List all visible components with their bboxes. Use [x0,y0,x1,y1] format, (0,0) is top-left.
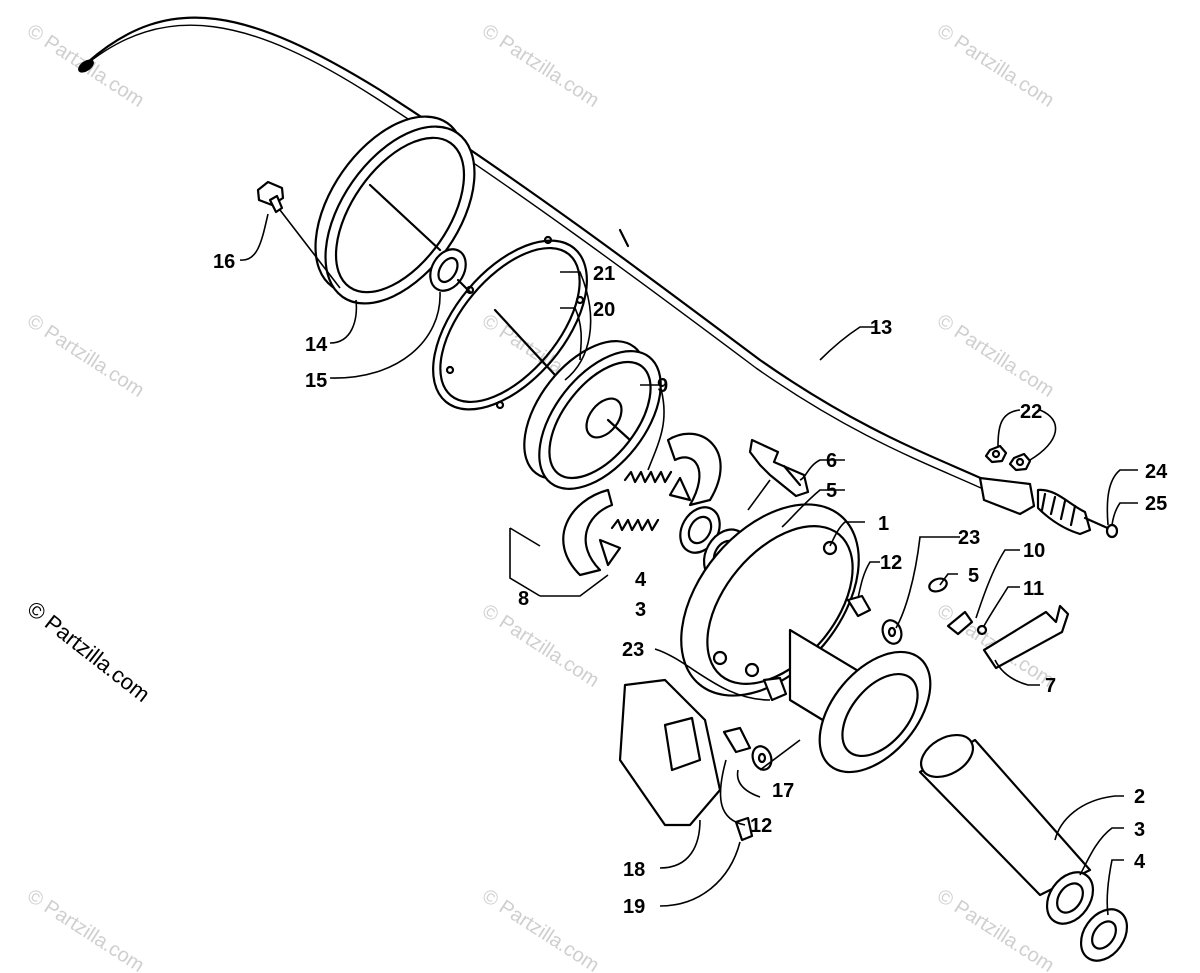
callout-14: 14 [305,334,328,356]
bolt [256,180,285,214]
brake-arm [982,604,1070,670]
axle-tube [918,733,1092,897]
brake-spring [610,518,660,532]
cable-nut [984,444,1008,464]
indicator-plate [946,610,974,636]
callout-23: 23 [958,527,980,549]
brake-drum [523,340,662,490]
bolt [722,726,752,754]
callout-4: 4 [635,569,647,591]
oil-seal [429,248,472,294]
brake-cam [747,438,810,511]
bolt [762,676,788,702]
callout-11: 11 [1023,578,1044,600]
guard-plate [618,678,722,827]
brake-shoe [562,488,622,577]
washer [881,619,903,645]
callout-25: 25 [1145,493,1167,515]
brake-cover [279,115,476,305]
callout-8: 8 [518,588,529,610]
brake-shoe [666,432,722,507]
callout-20: 20 [593,299,615,321]
callout-labels: 16 14 15 21 20 9 13 22 24 25 6 5 1 12 23… [213,251,1168,918]
callout-18: 18 [623,859,645,881]
callout-22: 22 [1020,401,1042,423]
cable-nut [1008,452,1032,472]
callout-5: 5 [826,480,837,502]
callout-13: 13 [870,317,892,339]
oil-seal [1079,908,1129,962]
callout-2: 2 [1134,786,1145,808]
callout-12: 12 [880,552,902,574]
callout-17: 17 [772,780,794,802]
o-ring [928,577,948,593]
callout-4: 4 [1134,851,1146,873]
callout-19: 19 [623,896,645,918]
callout-10: 10 [1023,540,1045,562]
callout-15: 15 [305,370,327,392]
callout-5: 5 [968,565,979,587]
callout-6: 6 [826,450,837,472]
callout-1: 1 [878,513,889,535]
clip [976,624,988,636]
bearing [1045,871,1095,925]
washer [751,745,773,771]
callout-leaders [239,213,1138,916]
brake-cable [78,16,1119,539]
callout-7: 7 [1045,675,1056,697]
callout-23: 23 [622,639,644,661]
bolt [846,594,872,618]
callout-24: 24 [1145,461,1168,483]
hub-housing [680,503,932,774]
callout-3: 3 [1134,819,1145,841]
callout-12: 12 [750,815,772,837]
callout-21: 21 [593,263,615,285]
callout-16: 16 [213,251,235,273]
gasket [432,235,588,411]
callout-9: 9 [657,375,668,397]
brake-spring [623,470,673,484]
callout-3: 3 [635,599,646,621]
